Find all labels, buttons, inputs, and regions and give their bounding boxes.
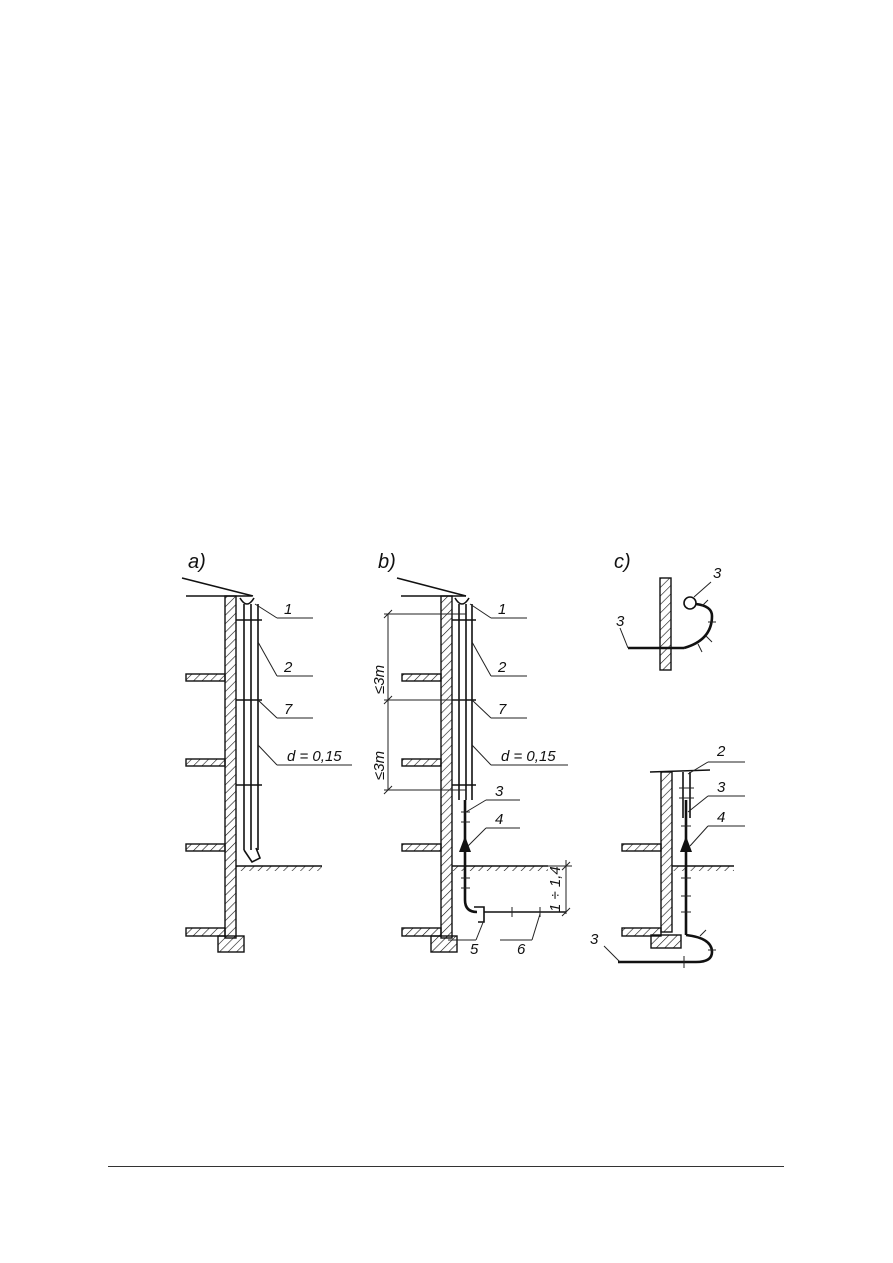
ground-surface-top [649, 769, 711, 773]
leader-line [469, 603, 492, 619]
roof-line [396, 577, 467, 597]
downpipe-plan-section [683, 596, 697, 610]
leader-line [693, 581, 712, 598]
floor-slab [185, 927, 226, 937]
floor-slab [185, 843, 226, 852]
floor-slab [401, 673, 442, 682]
floor-slab [621, 843, 662, 852]
leader-line [257, 641, 278, 677]
conductor-tick [701, 599, 709, 607]
dimension-spacing-1: ≤3m [371, 665, 388, 694]
roof-gutter [239, 597, 255, 605]
callout-2: 2 [283, 659, 293, 676]
panel-b-label: b) [378, 551, 396, 573]
callout-3: 3 [495, 783, 504, 800]
floor-slab [185, 673, 226, 682]
leader-line [687, 795, 709, 813]
depth-tick [561, 907, 571, 917]
building-wall [224, 595, 237, 939]
floor-slab [401, 927, 442, 937]
callout-2: 2 [716, 743, 726, 760]
callout-3: 3 [616, 613, 625, 630]
dimension-spacing-2: ≤3m [371, 751, 388, 780]
panel-a-label: a) [188, 551, 206, 573]
test-joint-marker [459, 836, 471, 852]
callout-3: 3 [590, 931, 599, 948]
conductor-tick [697, 643, 703, 653]
leader-line [687, 761, 709, 775]
callout-3: 3 [717, 779, 726, 796]
callout-diameter: d = 0,15 [501, 748, 556, 765]
foundation [650, 934, 682, 949]
callout-3: 3 [713, 565, 722, 582]
ground-hatch [452, 866, 548, 871]
leader-line [475, 919, 485, 941]
callout-1: 1 [284, 601, 292, 618]
leader-line [619, 627, 629, 649]
conductor-bend [683, 615, 714, 650]
dimension-tick [383, 609, 393, 619]
floor-slab [621, 927, 662, 937]
callout-6: 6 [517, 941, 526, 958]
dimension-depth: 1 ÷ 1,4 [547, 866, 564, 912]
callout-4: 4 [495, 811, 503, 828]
conductor-bend [685, 933, 714, 964]
foundation [430, 935, 458, 953]
test-joint-marker [680, 836, 692, 852]
callout-5: 5 [470, 941, 479, 958]
leader-line [531, 913, 541, 941]
leader-line [603, 945, 621, 963]
building-wall [660, 771, 673, 933]
callout-diameter: d = 0,15 [287, 748, 342, 765]
leader-line [257, 699, 278, 719]
earth-electrode-clamp [474, 906, 485, 923]
panel-c-label: c) [614, 551, 631, 573]
footer-rule [108, 1166, 784, 1167]
panel-b: b) [371, 551, 572, 958]
ground-hatch [236, 866, 322, 871]
leader-line [471, 641, 492, 677]
pipe-outlet [243, 847, 262, 864]
leader-line [689, 825, 709, 847]
conductor-bend [463, 899, 478, 914]
leader-line [471, 744, 492, 766]
callout-7: 7 [498, 701, 507, 718]
callout-4: 4 [717, 809, 725, 826]
leader-line [471, 699, 492, 719]
callout-2: 2 [497, 659, 507, 676]
wall-plan-section [659, 577, 672, 671]
leader-line [257, 744, 278, 766]
conductor-tick [705, 635, 713, 643]
panel-a: a) 1 2 7 [181, 551, 352, 953]
callout-7: 7 [284, 701, 293, 718]
callout-1: 1 [498, 601, 506, 618]
leader-line [467, 827, 487, 847]
foundation [217, 935, 245, 953]
dimension-tick [383, 785, 393, 795]
dimension-tick [383, 695, 393, 705]
roof-gutter [454, 597, 470, 605]
conductor-bend [695, 602, 714, 617]
ground-hatch [672, 866, 734, 871]
panel-c: c) 3 3 [590, 551, 745, 968]
floor-slab [185, 758, 226, 767]
conductor-tick [699, 929, 707, 937]
roof-line [181, 577, 254, 597]
floor-slab [401, 758, 442, 767]
leader-line [254, 603, 278, 619]
depth-tick [561, 861, 571, 871]
floor-slab [401, 843, 442, 852]
leader-line [465, 799, 487, 813]
building-wall [440, 595, 453, 939]
